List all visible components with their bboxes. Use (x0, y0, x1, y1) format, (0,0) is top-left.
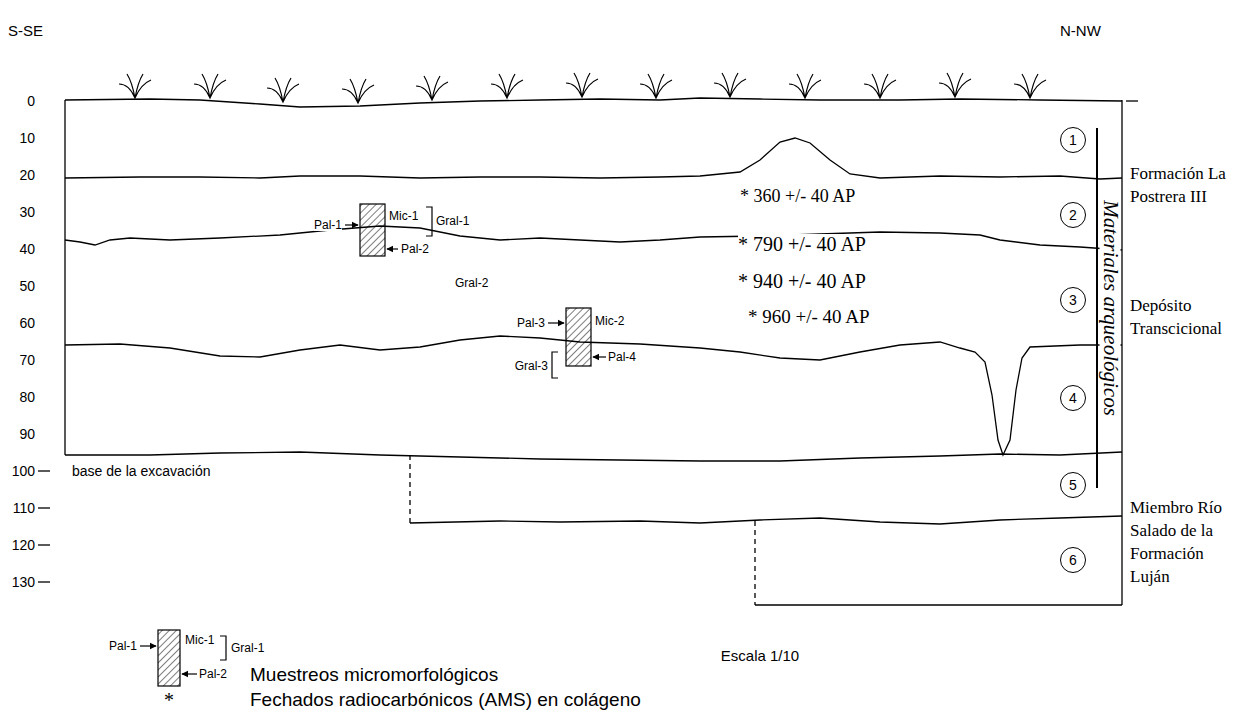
grass-tufts (119, 73, 1046, 103)
depth-label: 90 (19, 427, 35, 441)
layer-number: 2 (1069, 208, 1077, 222)
layer-number-circle: 1 (1060, 127, 1086, 153)
sample-label: Gral-2 (455, 277, 488, 289)
direction-label: S-SE (8, 23, 43, 38)
sample-arrow (387, 248, 398, 249)
sample-label: Gral-1 (436, 215, 469, 227)
legend-sample-label: Pal-2 (199, 668, 227, 680)
sample-arrow (140, 645, 156, 646)
depth-label: 30 (19, 205, 35, 219)
profile-border (64, 100, 65, 455)
direction-label: N-NW (1060, 23, 1101, 38)
depth-label: 60 (19, 316, 35, 330)
layer-boundary (410, 516, 1122, 524)
depth-label: 0 (27, 94, 35, 108)
base-note: base de la excavación (72, 464, 211, 478)
legend-sample-label: Mic-1 (185, 634, 214, 646)
top-tick (1126, 100, 1138, 101)
bracket (552, 352, 558, 378)
layer-boundary (755, 604, 1122, 605)
depth-label: 50 (19, 279, 35, 293)
legend-text: Fechados radiocarbónicos (AMS) en coláge… (250, 690, 641, 709)
legend-sample-label: Gral-1 (231, 642, 264, 654)
depth-label: 110 (13, 501, 35, 515)
depth-label: 120 (12, 538, 35, 552)
profile-border (1121, 100, 1122, 605)
bracket (220, 636, 226, 660)
layer-number-circle: 3 (1060, 287, 1086, 313)
sample-arrow (182, 673, 197, 674)
sample-label: Pal-4 (608, 351, 636, 363)
layer-number-circle: 4 (1060, 385, 1086, 411)
layer-number: 3 (1069, 293, 1077, 307)
unit-name: Depósito Transcicional (1130, 295, 1236, 341)
layer-number-circle: 2 (1060, 202, 1086, 228)
scale-note: Escala 1/10 (721, 648, 799, 663)
layer-number: 1 (1069, 133, 1077, 147)
bracket (426, 207, 432, 236)
legend-sample-label: Pal-1 (109, 640, 137, 652)
layer-number: 4 (1069, 391, 1077, 405)
depth-label: 100 (12, 464, 35, 478)
excavation-base (65, 452, 1122, 461)
layer-number: 6 (1069, 553, 1077, 567)
depth-tick (38, 544, 50, 545)
sample-box (360, 204, 385, 256)
sample-label: Pal-1 (314, 219, 342, 231)
depth-tick (38, 507, 50, 508)
dashed-wall (409, 455, 410, 523)
sample-arrow (548, 322, 564, 323)
depth-tick (38, 470, 50, 471)
sample-label: Mic-2 (595, 315, 624, 327)
layer-boundary (65, 336, 1122, 455)
ground-surface (65, 98, 1122, 107)
radiocarbon-date: * 360 +/- 40 AP (740, 187, 855, 205)
depth-label: 20 (19, 168, 35, 182)
legend-sample-box (158, 630, 180, 686)
sample-label: Pal-3 (517, 317, 545, 329)
layer-number-circle: 5 (1060, 472, 1086, 498)
depth-label: 70 (19, 353, 35, 367)
unit-name: Formación La Postrera III (1130, 163, 1236, 209)
unit-name: Miembro Río Salado de la Formación Luján (1130, 497, 1236, 589)
depth-tick (38, 581, 50, 582)
layer-number: 5 (1069, 478, 1077, 492)
layer-number-circle: 6 (1060, 547, 1086, 573)
legend-text: Muestreos micromorfológicos (250, 665, 498, 684)
radiocarbon-date: * 940 +/- 40 AP (738, 271, 866, 291)
sample-arrow (593, 356, 606, 357)
archaeology-range-line (1096, 128, 1098, 488)
layer-boundary (65, 138, 1122, 179)
sample-label: Mic-1 (389, 210, 418, 222)
radiocarbon-date: * 790 +/- 40 AP (738, 234, 866, 254)
layer-boundary (65, 226, 1122, 250)
dashed-wall (754, 521, 755, 605)
depth-label: 10 (19, 131, 35, 145)
legend-date-mark: * (164, 690, 174, 710)
sample-box (566, 308, 591, 366)
radiocarbon-date: * 960 +/- 40 AP (748, 307, 870, 326)
depth-label: 40 (19, 242, 35, 256)
sample-arrow (345, 224, 358, 225)
depth-label: 80 (19, 390, 35, 404)
sample-label: Pal-2 (401, 243, 429, 255)
sample-label: Gral-3 (515, 360, 548, 372)
range-label: Materiales arqueológicos (1099, 200, 1120, 416)
depth-label: 130 (12, 575, 35, 589)
